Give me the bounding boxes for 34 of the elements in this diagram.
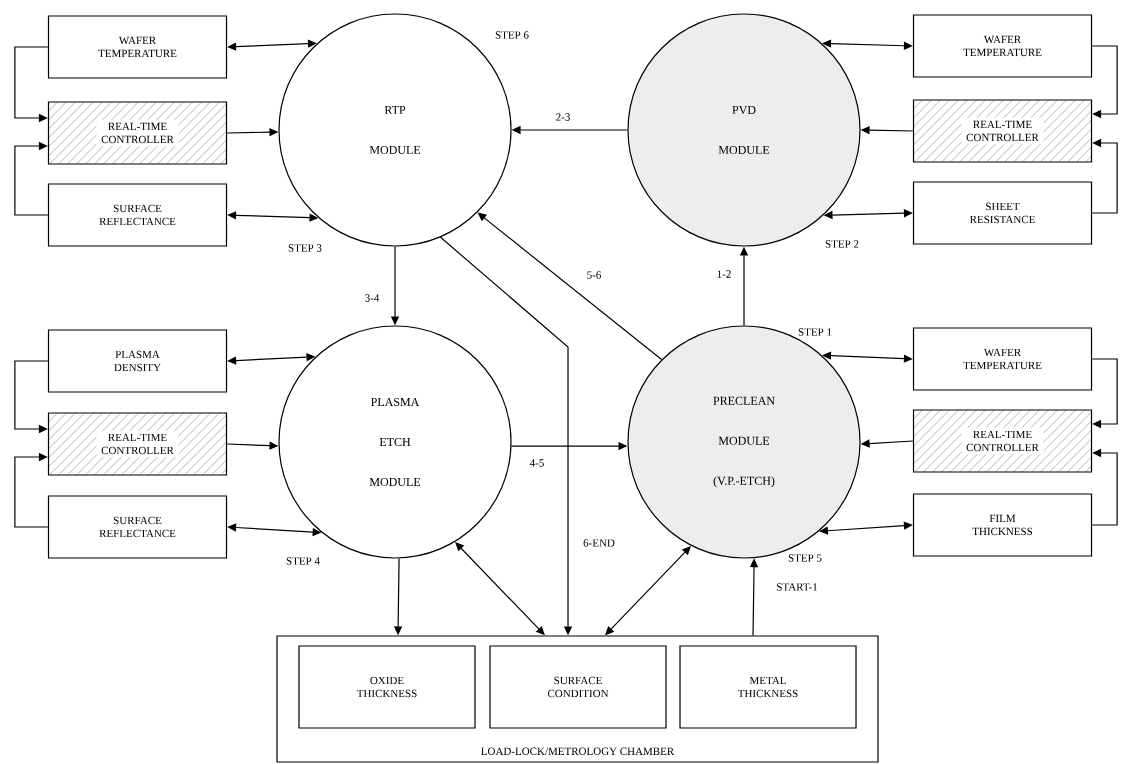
controller-box: REAL-TIME CONTROLLER (912, 99, 1093, 163)
sensor-box: WAFER TEMPERATURE (912, 14, 1093, 78)
arrow (822, 39, 913, 50)
measurement-box: SURFACE CONDITION (489, 645, 667, 729)
arrow (1091, 45, 1118, 119)
controller-box: REAL-TIME CONTROLLER (47, 412, 228, 476)
sensor-box: SURFACE REFLECTANCE (47, 495, 228, 559)
edge-label: 2-3 (554, 111, 572, 123)
controller-box: REAL-TIME CONTROLLER (912, 409, 1093, 473)
step-label: STEP 5 (788, 554, 822, 562)
edge-label: 4-5 (528, 457, 546, 469)
step-label: STEP 2 (825, 240, 859, 248)
measurement-box: OXIDE THICKNESS (298, 645, 476, 729)
sensor-box: PLASMA DENSITY (47, 329, 228, 393)
sensor-box: SHEET RESISTANCE (912, 181, 1093, 245)
arrow (1091, 358, 1118, 429)
edge-label: 1-2 (715, 268, 733, 280)
measurement-box: METAL THICKNESS (679, 645, 857, 729)
edge-label: 5-6 (585, 269, 603, 281)
sensor-box: WAFER TEMPERATURE (47, 15, 228, 79)
edge-label: START-1 (774, 581, 820, 593)
step-label: STEP 1 (798, 328, 832, 336)
step-label: STEP 3 (288, 244, 322, 252)
sensor-box: SURFACE REFLECTANCE (47, 183, 228, 247)
arrow (819, 521, 913, 535)
step-label: STEP 4 (286, 557, 320, 565)
edge-label: 3-4 (363, 292, 381, 304)
arrow (14, 452, 49, 528)
arrow (822, 351, 913, 363)
controller-box: REAL-TIME CONTROLLER (47, 101, 228, 165)
arrow (14, 141, 49, 216)
sensor-box: WAFER TEMPERATURE (912, 327, 1093, 391)
edge-label: 6-END (581, 537, 617, 549)
sensor-box: FILM THICKNESS (912, 493, 1093, 557)
